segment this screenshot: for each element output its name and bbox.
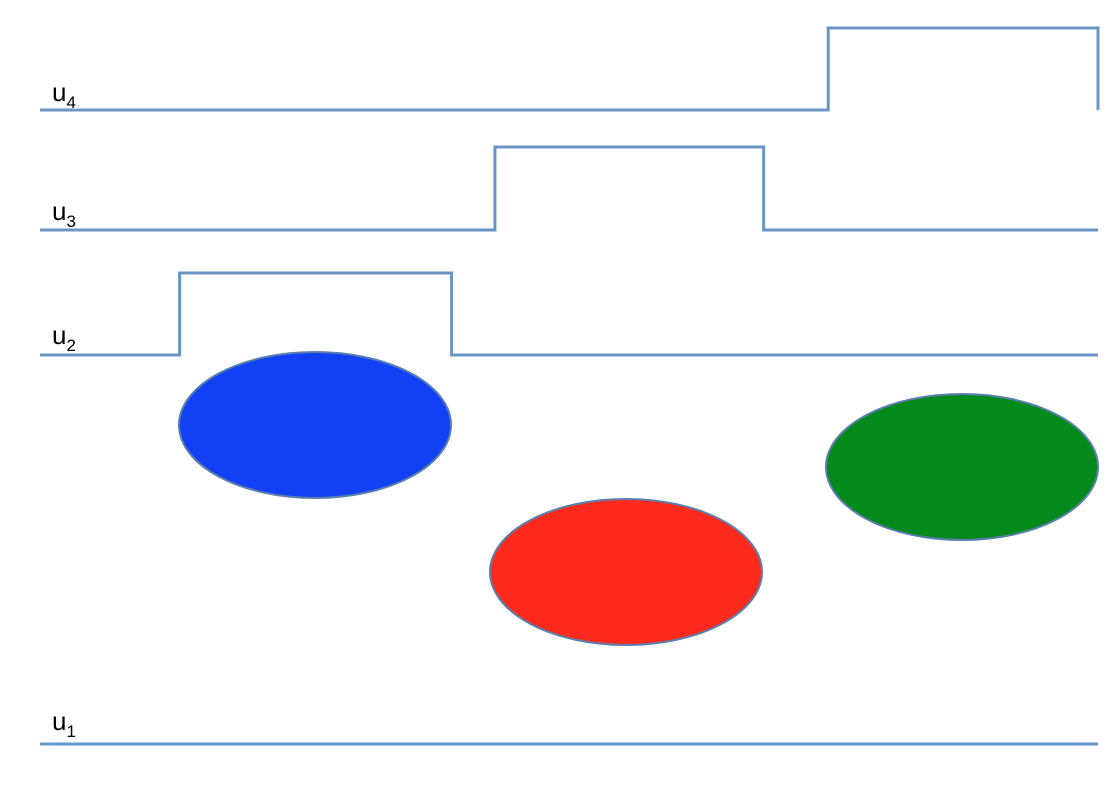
signal-u4: u4 bbox=[40, 26, 1100, 112]
signal-u2: u2 bbox=[40, 271, 1098, 357]
signal-u1: u1 bbox=[40, 706, 1098, 746]
signal-line-u3 bbox=[40, 145, 1098, 232]
signal-line-u4 bbox=[40, 26, 1100, 112]
signal-label-u2: u2 bbox=[52, 320, 76, 355]
signal-label-u4: u4 bbox=[52, 77, 76, 112]
blue-ellipse bbox=[178, 351, 452, 499]
signal-label-u1: u1 bbox=[52, 706, 76, 741]
signal-label-u3: u3 bbox=[52, 196, 76, 231]
signal-line-u2 bbox=[40, 271, 1098, 357]
signal-u3: u3 bbox=[40, 145, 1098, 232]
red-ellipse bbox=[489, 498, 763, 646]
green-ellipse bbox=[825, 393, 1099, 541]
